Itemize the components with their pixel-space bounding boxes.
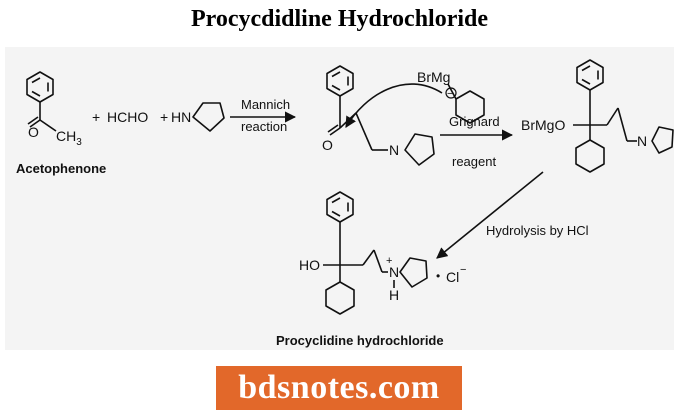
intermediate-bromomagnesium-oxide: BrMgO xyxy=(521,117,565,133)
step1-label-line2: reaction xyxy=(241,119,287,134)
product-nitrogen: N xyxy=(389,264,399,280)
product-hydroxyl: HO xyxy=(299,257,320,273)
pyrrolidine-structure xyxy=(192,102,225,132)
carbanion-charge: − xyxy=(447,88,453,100)
chloride-counterion: Cl xyxy=(446,269,459,285)
step3-label: Hydrolysis by HCl xyxy=(486,223,589,238)
mannich-base-structure xyxy=(326,65,435,166)
plus-sign-1: + xyxy=(92,109,100,125)
mannich-base-nitrogen: N xyxy=(389,142,399,158)
reactant1-name: Acetophenone xyxy=(16,161,106,176)
acetophenone-structure xyxy=(26,71,57,132)
plus-sign-2: + xyxy=(160,109,168,125)
intermediate-nitrogen: N xyxy=(637,133,647,149)
product-ammonium-hydrogen: H xyxy=(389,287,399,303)
acetophenone-oxygen: O xyxy=(28,124,39,140)
page-title: Procycdidline Hydrochloride xyxy=(190,6,489,32)
chloride-charge: − xyxy=(460,264,466,276)
watermark-text: bdsnotes.com xyxy=(238,369,440,406)
product-ammonium-charge: + xyxy=(386,255,392,267)
nucleophilic-attack-arrow xyxy=(345,83,443,128)
pyrrolidine-nh: HN xyxy=(171,109,191,125)
reaction-scheme: O CH3 Acetophenone + HCHO + HN Mannich r… xyxy=(16,59,674,348)
step2-label-line1: Grignard xyxy=(449,114,500,129)
watermark-banner: bdsnotes.com xyxy=(216,366,462,410)
negative-charge-circle xyxy=(445,87,457,99)
procyclidine-hydrochloride-structure xyxy=(323,191,428,315)
counterion-bullet: • xyxy=(436,269,440,283)
step2-label-line2: reagent xyxy=(452,154,496,169)
alkoxide-intermediate-structure xyxy=(573,59,674,173)
grignard-bromomagnesium: BrMg xyxy=(417,69,450,85)
acetophenone-methyl: CH3 xyxy=(56,128,82,148)
mannich-base-oxygen: O xyxy=(322,137,333,153)
reactant2-formula: HCHO xyxy=(107,109,148,125)
step1-label-line1: Mannich xyxy=(241,97,290,112)
hydrolysis-arrow xyxy=(436,171,544,259)
product-name: Procyclidine hydrochloride xyxy=(276,333,444,348)
